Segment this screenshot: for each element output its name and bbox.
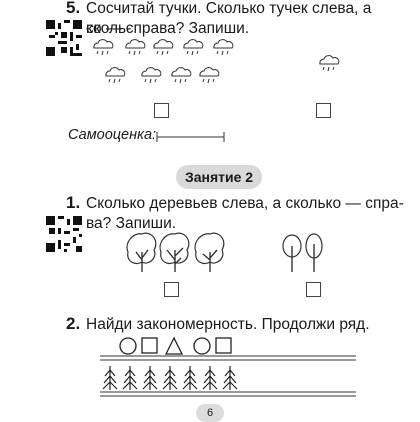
fir-tree-icon [102, 366, 118, 390]
fir-tree-icon [142, 366, 158, 390]
square-icon [215, 337, 232, 354]
task-1-number: 1. [66, 193, 81, 212]
task-5-number: 5. [66, 0, 81, 17]
rain-cloud-icon [153, 39, 174, 56]
task-5-text-line-2: ко — справа? Запиши. [86, 20, 250, 37]
rain-clouds-group [93, 39, 340, 84]
square-icon [141, 337, 158, 354]
rain-cloud-icon [141, 67, 162, 84]
triangle-icon [164, 336, 184, 355]
self-assessment-scale[interactable] [156, 131, 226, 143]
rain-cloud-icon [171, 67, 192, 84]
lesson-badge: Занятие 2 [176, 165, 262, 189]
rain-cloud-icon [213, 39, 234, 56]
task-2-number: 2. [66, 314, 81, 333]
answer-box-left-clouds[interactable] [154, 103, 169, 118]
task-2-text: Найди закономерность. Продолжи ряд. [86, 316, 370, 333]
fir-tree-icon [162, 366, 178, 390]
pattern-rows [100, 336, 356, 397]
answer-box-right-trees[interactable] [306, 282, 321, 297]
tree-icon [305, 233, 323, 272]
answer-box-left-trees[interactable] [164, 282, 179, 297]
page-number: 6 [196, 404, 224, 422]
tree-icon [282, 234, 302, 272]
task-1-text-line-1: Сколько деревьев слева, а сколько — спра… [86, 195, 404, 212]
tree-icon [126, 232, 157, 272]
fir-tree-icon [122, 366, 138, 390]
tree-icon [194, 232, 225, 272]
trees-group [126, 232, 323, 272]
rain-cloud-icon [125, 39, 146, 56]
rain-cloud-icon [319, 55, 340, 72]
qr-code-icon [46, 216, 82, 252]
circle-icon [119, 337, 137, 355]
task-5-text-line-1: Сосчитай тучки. Сколько тучек слева, а с… [86, 0, 372, 37]
fir-tree-icon [222, 366, 238, 390]
tree-icon [159, 232, 190, 272]
answer-box-right-clouds[interactable] [316, 103, 331, 118]
circle-icon [193, 337, 211, 355]
qr-code-icon [46, 20, 82, 56]
rain-cloud-icon [105, 67, 126, 84]
rain-cloud-icon [93, 39, 114, 56]
task-1-text-line-2: ва? Запиши. [86, 215, 177, 232]
self-assessment-label: Самооценка: [68, 127, 157, 143]
rain-cloud-icon [199, 67, 220, 84]
rain-cloud-icon [183, 39, 204, 56]
fir-tree-icon [202, 366, 218, 390]
fir-tree-icon [182, 366, 198, 390]
